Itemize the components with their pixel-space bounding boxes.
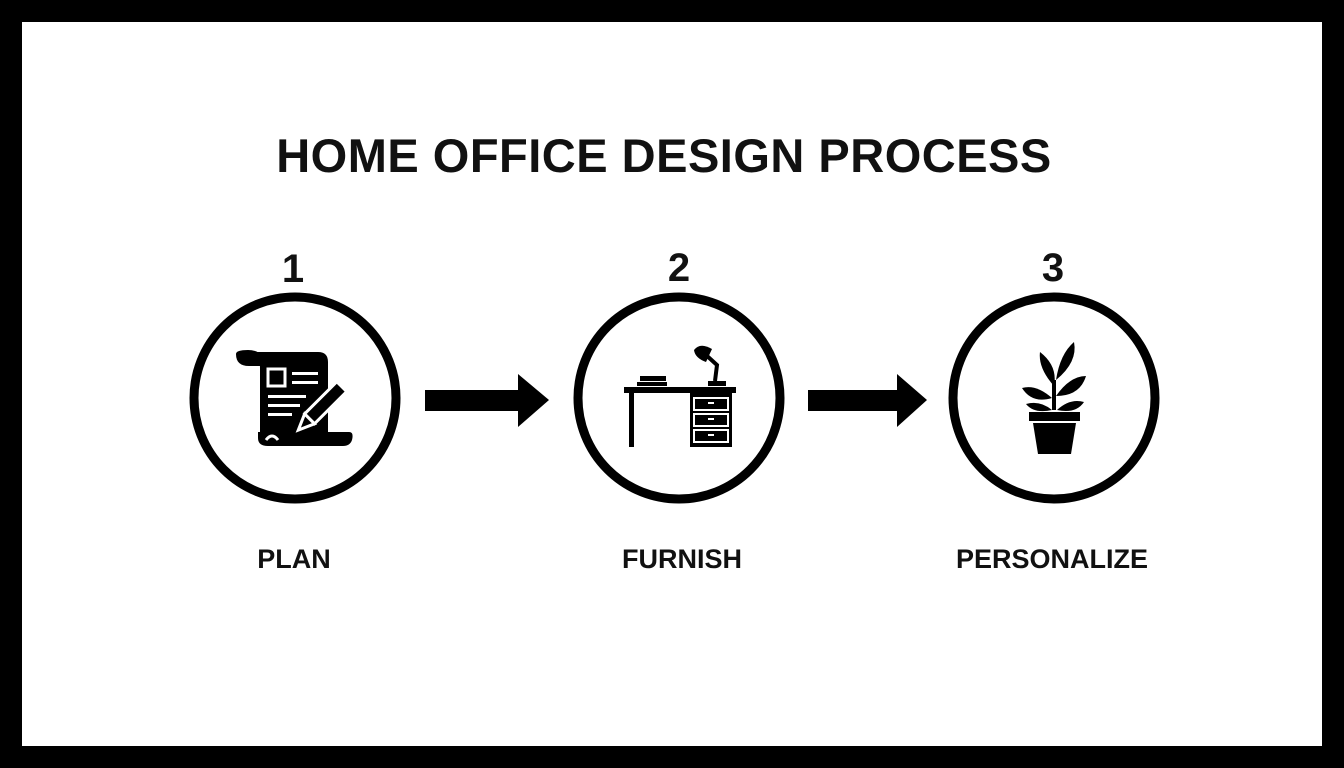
arrow-right-icon [425, 374, 549, 427]
step-2-circle [573, 292, 785, 504]
desk-lamp-icon [624, 345, 736, 447]
step-1-number: 1 [281, 247, 305, 291]
step-3-label: PERSONALIZE [955, 544, 1149, 574]
page-title: HOME OFFICE DESIGN PROCESS [276, 129, 1052, 182]
step-3-number: 3 [1041, 246, 1065, 290]
document-pencil-icon [236, 350, 354, 446]
step-2-label: FURNISH [622, 544, 742, 574]
arrow-right-icon [808, 374, 927, 427]
potted-plant-icon [1022, 342, 1086, 454]
step-2-number: 2 [667, 246, 691, 290]
step-1-label: PLAN [257, 544, 331, 574]
